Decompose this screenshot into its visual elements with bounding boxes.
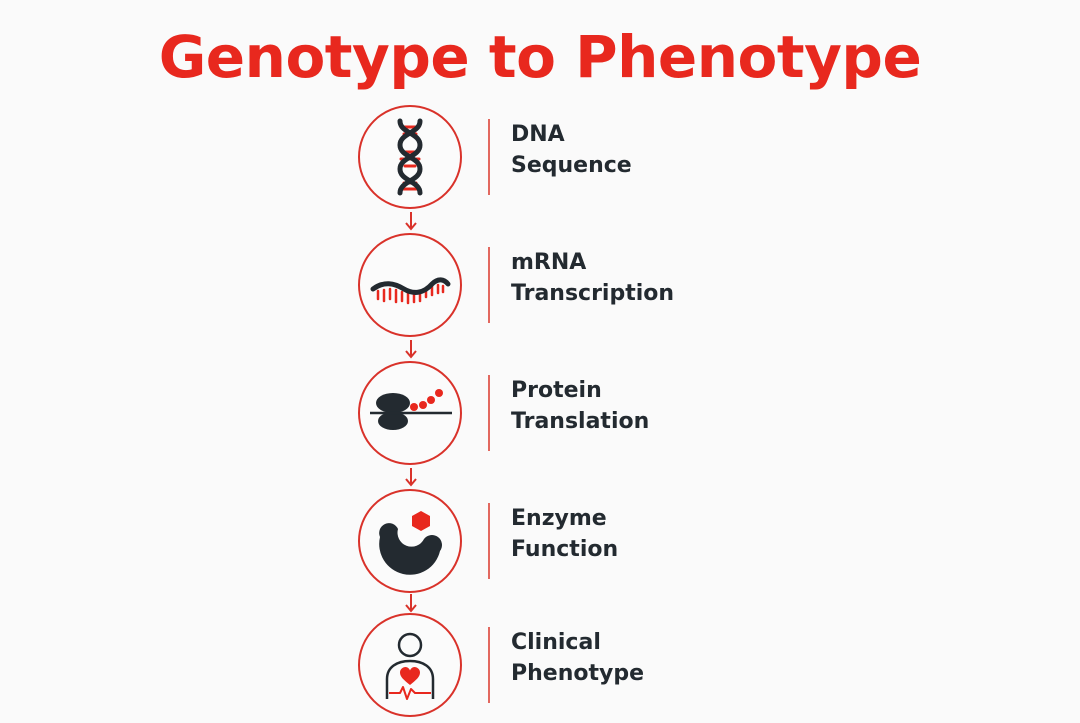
- mrna-icon: [370, 277, 451, 305]
- step-divider: [488, 503, 490, 579]
- step-icon-circle: [358, 233, 462, 337]
- step-icon-circle: [358, 613, 462, 717]
- step-divider: [488, 119, 490, 195]
- step-divider: [488, 247, 490, 323]
- step-icon-circle: [358, 489, 462, 593]
- step-label-line1: DNA: [511, 122, 565, 147]
- step-divider: [488, 627, 490, 703]
- step-label-line2: Sequence: [511, 153, 632, 178]
- arrow-down-icon: [405, 594, 417, 613]
- arrow-down-icon: [405, 340, 417, 359]
- step-label-line1: Clinical: [511, 630, 601, 655]
- step-dna-sequence: DNA Sequence: [358, 105, 758, 215]
- enzyme-icon: [379, 511, 442, 575]
- step-enzyme-function: Enzyme Function: [358, 489, 758, 599]
- step-label: Protein Translation: [511, 375, 771, 437]
- arrow-down-icon: [405, 468, 417, 487]
- step-divider: [488, 375, 490, 451]
- step-label-line1: Protein: [511, 378, 602, 403]
- step-label: DNA Sequence: [511, 119, 771, 181]
- arrow-down-icon: [405, 212, 417, 231]
- step-icon-circle: [358, 105, 462, 209]
- step-label-line1: Enzyme: [511, 506, 607, 531]
- step-label-line1: mRNA: [511, 250, 587, 275]
- step-protein-translation: Protein Translation: [358, 361, 758, 471]
- diagram-title: Genotype to Phenotype: [158, 23, 922, 91]
- step-icon-circle: [358, 361, 462, 465]
- person-heart-icon: [385, 632, 435, 700]
- step-label-line2: Transcription: [511, 281, 675, 306]
- step-label: Clinical Phenotype: [511, 627, 771, 689]
- step-label-line2: Function: [511, 537, 619, 562]
- step-label-line2: Phenotype: [511, 661, 645, 686]
- step-label: mRNA Transcription: [511, 247, 771, 309]
- dna-icon: [397, 118, 423, 196]
- step-label-line2: Translation: [511, 409, 650, 434]
- step-label: Enzyme Function: [511, 503, 771, 565]
- step-mrna-transcription: mRNA Transcription: [358, 233, 758, 343]
- ribosome-icon: [370, 389, 452, 430]
- step-clinical-phenotype: Clinical Phenotype: [358, 613, 758, 723]
